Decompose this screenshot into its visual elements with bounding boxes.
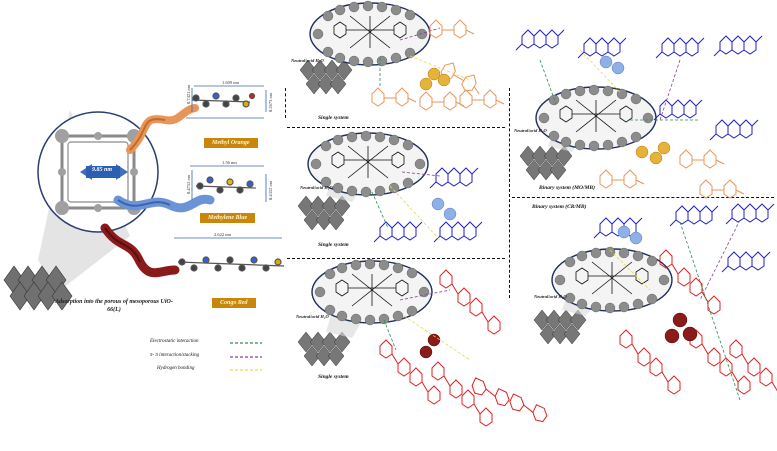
- separator-h2: [287, 258, 505, 259]
- surface-label-binary-cr-mb: Neutral/acid H₂O: [534, 294, 567, 299]
- legend-label-hbond: Hydrogen bonding: [157, 366, 195, 371]
- surface-label-single-cr: Neutral/acid H₂O: [296, 314, 329, 319]
- separator-h1: [287, 127, 505, 128]
- panel-label-binary-cr-mb: Binary system (CR/MB): [532, 204, 587, 210]
- dim-cr-length: 2.622 nm: [214, 232, 232, 237]
- panel-label-binary-mo-mb: Binary system (MO/MB): [539, 185, 595, 191]
- legend-label-electrostatic: Electrostatic interaction: [150, 339, 199, 344]
- dye-label-mo: Methyl Orange: [204, 138, 258, 148]
- panel-label-single-cr: Single system: [318, 374, 349, 380]
- mof-crystal-left: [3, 265, 73, 311]
- surface-label-single-mo: Neutral/acid H₂O: [291, 58, 324, 63]
- dye-label-mb: Methylene Blue: [200, 213, 256, 223]
- pore-size-label: 9.85 nm: [92, 167, 113, 173]
- legend-label-pipi: π- π interaction/stacking: [150, 353, 200, 358]
- surface-label-binary-mo-mb: Neutral/acid H₂O: [514, 128, 547, 133]
- panel-label-single-mo: Single system: [318, 115, 349, 121]
- separator-v1: [285, 88, 286, 118]
- panel-label-single-mb: Single system: [318, 242, 349, 248]
- panel-single-cr: [297, 258, 549, 441]
- separator-v2: [509, 88, 510, 298]
- adsorption-caption: Adsorption into the porous of mesoporous…: [55, 299, 173, 313]
- separator-h3: [512, 197, 774, 198]
- mb-molecule: [195, 176, 257, 194]
- mo-molecule: [191, 92, 256, 108]
- cr-molecule: [177, 256, 285, 272]
- panel-binary-cr-mb: [533, 203, 777, 405]
- panel-single-mb: [297, 130, 483, 243]
- panel-binary-mo-mb: [515, 29, 763, 199]
- dim-mb-length: 1.56 nm: [222, 160, 237, 165]
- panel-single-mo: [299, 0, 505, 111]
- surface-label-single-mb: Neutral/acid H₂O: [300, 185, 333, 190]
- dye-label-cr: Congo Red: [212, 298, 256, 308]
- dim-mo-length: 1.609 nm: [222, 80, 240, 85]
